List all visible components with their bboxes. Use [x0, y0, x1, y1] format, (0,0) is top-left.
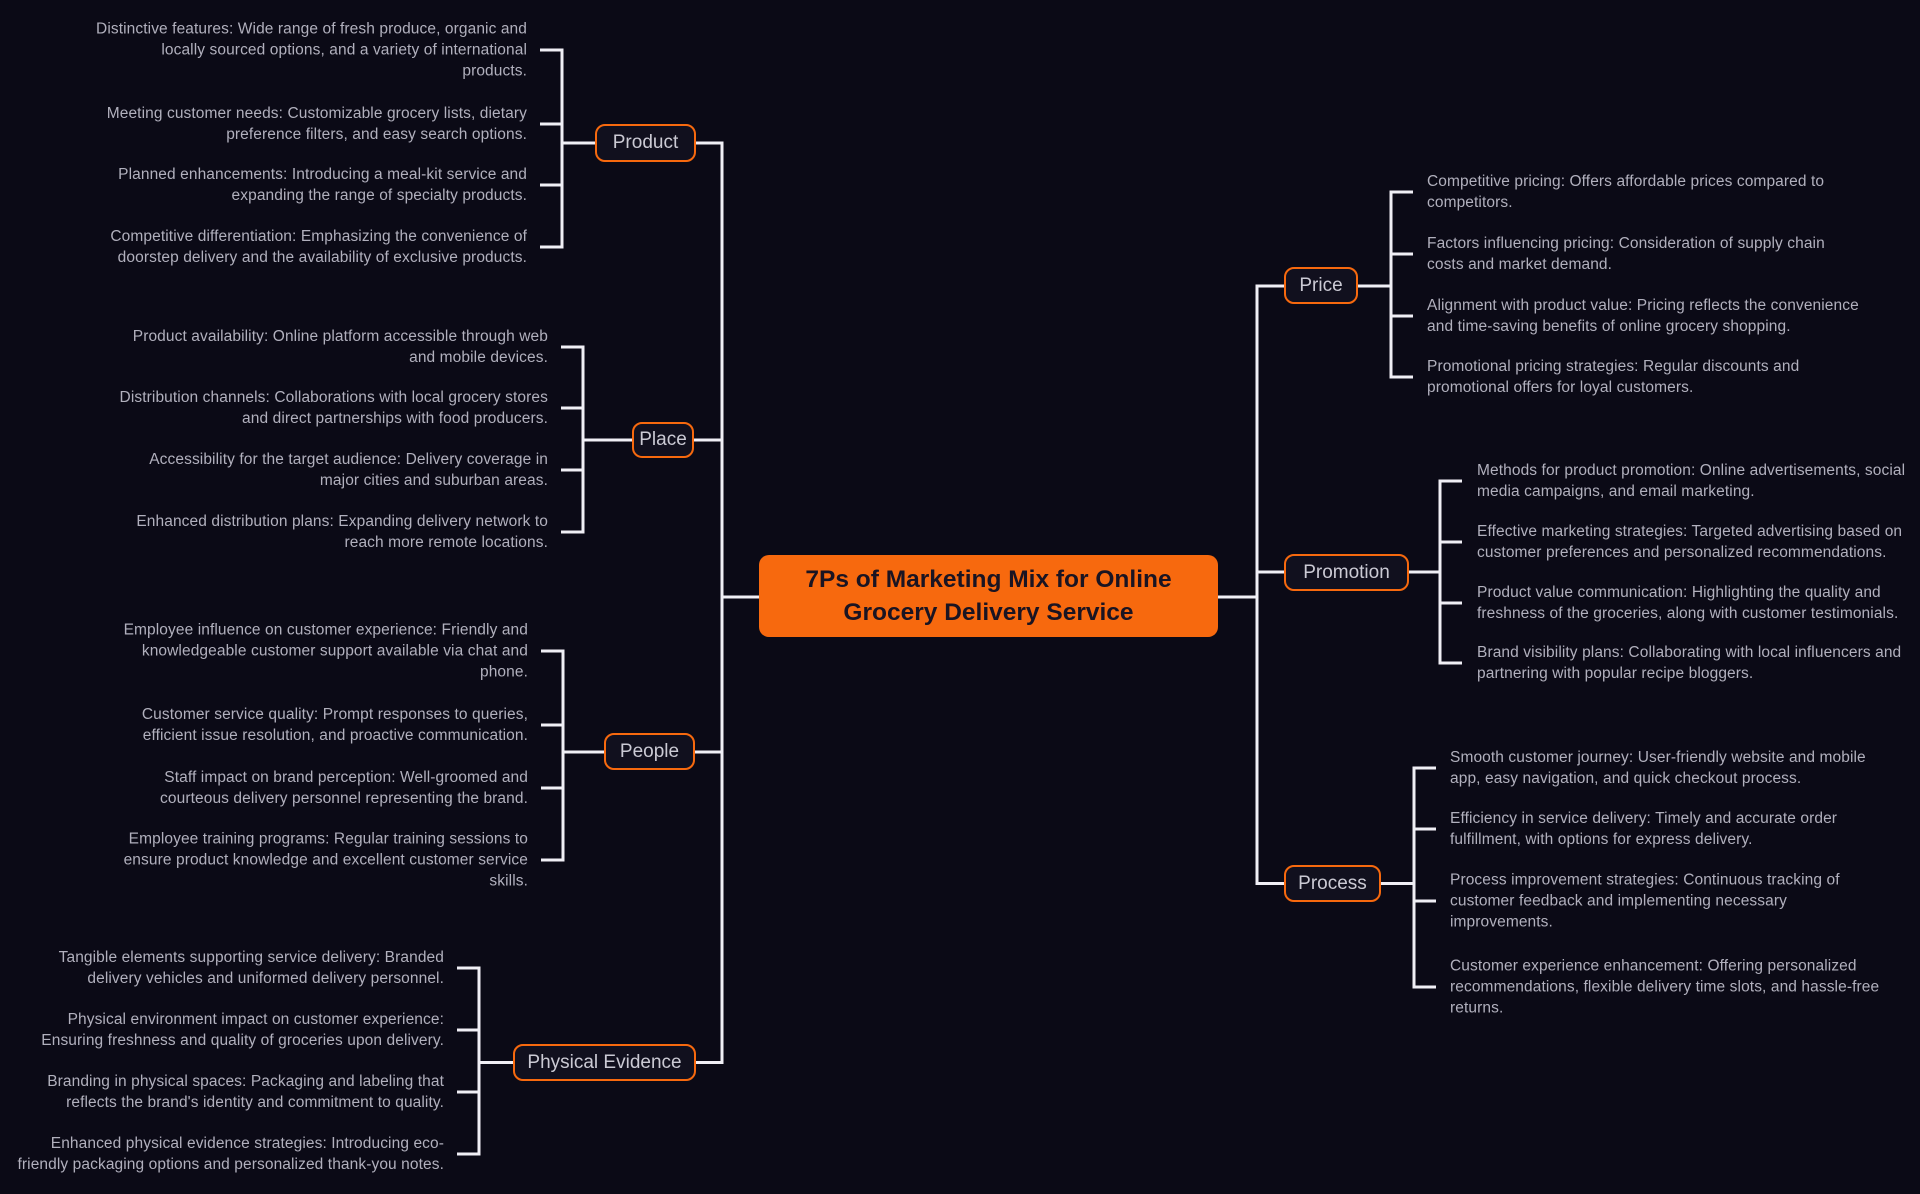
leaf-place-4[interactable]: Enhanced distribution plans: Expanding d…	[136, 513, 548, 551]
people-bracket	[541, 649, 605, 862]
topic-promotion[interactable]: Promotion	[1284, 554, 1409, 591]
leaf-process-3[interactable]: Process improvement strategies: Continuo…	[1450, 871, 1840, 931]
leaf-physical-evidence-1[interactable]: Tangible elements supporting service del…	[58, 949, 444, 987]
leaf-product-2[interactable]: Meeting customer needs: Customizable gro…	[106, 105, 527, 143]
leaf-promotion-1[interactable]: Methods for product promotion: Online ad…	[1477, 462, 1906, 500]
process-bracket	[1381, 766, 1436, 989]
leaf-people-2[interactable]: Customer service quality: Prompt respons…	[141, 706, 528, 744]
leaf-people-4[interactable]: Employee training programs: Regular trai…	[123, 830, 528, 890]
price-bracket	[1357, 190, 1413, 379]
leaf-promotion-2[interactable]: Effective marketing strategies: Targeted…	[1477, 523, 1903, 561]
leaf-price-4[interactable]: Promotional pricing strategies: Regular …	[1427, 358, 1800, 396]
topic-physical-evidence[interactable]: Physical Evidence	[513, 1044, 696, 1081]
leaf-price-3[interactable]: Alignment with product value: Pricing re…	[1427, 297, 1859, 335]
leaf-price-2[interactable]: Factors influencing pricing: Considerati…	[1427, 235, 1825, 273]
leaf-place-3[interactable]: Accessibility for the target audience: D…	[149, 451, 548, 489]
leaf-promotion-3[interactable]: Product value communication: Highlightin…	[1477, 584, 1899, 622]
product-bracket	[540, 48, 596, 249]
topic-product[interactable]: Product	[595, 124, 696, 162]
leaf-process-4[interactable]: Customer experience enhancement: Offerin…	[1450, 957, 1880, 1017]
leaf-process-1[interactable]: Smooth customer journey: User-friendly w…	[1450, 749, 1866, 787]
leaf-people-3[interactable]: Staff impact on brand perception: Well-g…	[160, 769, 528, 807]
leaf-place-1[interactable]: Product availability: Online platform ac…	[132, 328, 548, 366]
leaf-physical-evidence-2[interactable]: Physical environment impact on customer …	[41, 1011, 444, 1049]
topic-price[interactable]: Price	[1284, 267, 1358, 304]
leaf-product-3[interactable]: Planned enhancements: Introducing a meal…	[118, 166, 527, 204]
leaf-place-2[interactable]: Distribution channels: Collaborations wi…	[119, 389, 548, 427]
leaf-product-1[interactable]: Distinctive features: Wide range of fres…	[96, 20, 527, 80]
topic-people[interactable]: People	[604, 733, 695, 770]
leaf-people-1[interactable]: Employee influence on customer experienc…	[123, 621, 528, 681]
topic-place[interactable]: Place	[632, 422, 694, 458]
leaf-product-4[interactable]: Competitive differentiation: Emphasizing…	[110, 228, 527, 266]
leaf-physical-evidence-4[interactable]: Enhanced physical evidence strategies: I…	[17, 1135, 444, 1173]
promotion-bracket	[1409, 479, 1462, 665]
central-topic[interactable]: 7Ps of Marketing Mix for Online Grocery …	[759, 555, 1218, 637]
leaf-price-1[interactable]: Competitive pricing: Offers affordable p…	[1427, 173, 1825, 211]
leaf-promotion-4[interactable]: Brand visibility plans: Collaborating wi…	[1477, 644, 1902, 682]
right-trunk-lines	[1217, 284, 1285, 885]
leaf-process-2[interactable]: Efficiency in service delivery: Timely a…	[1450, 810, 1838, 848]
place-bracket	[561, 345, 633, 534]
leaf-physical-evidence-3[interactable]: Branding in physical spaces: Packaging a…	[47, 1073, 444, 1111]
topic-process[interactable]: Process	[1284, 865, 1381, 902]
left-trunk-lines	[694, 141, 760, 1064]
physical-evidence-bracket	[457, 966, 514, 1156]
